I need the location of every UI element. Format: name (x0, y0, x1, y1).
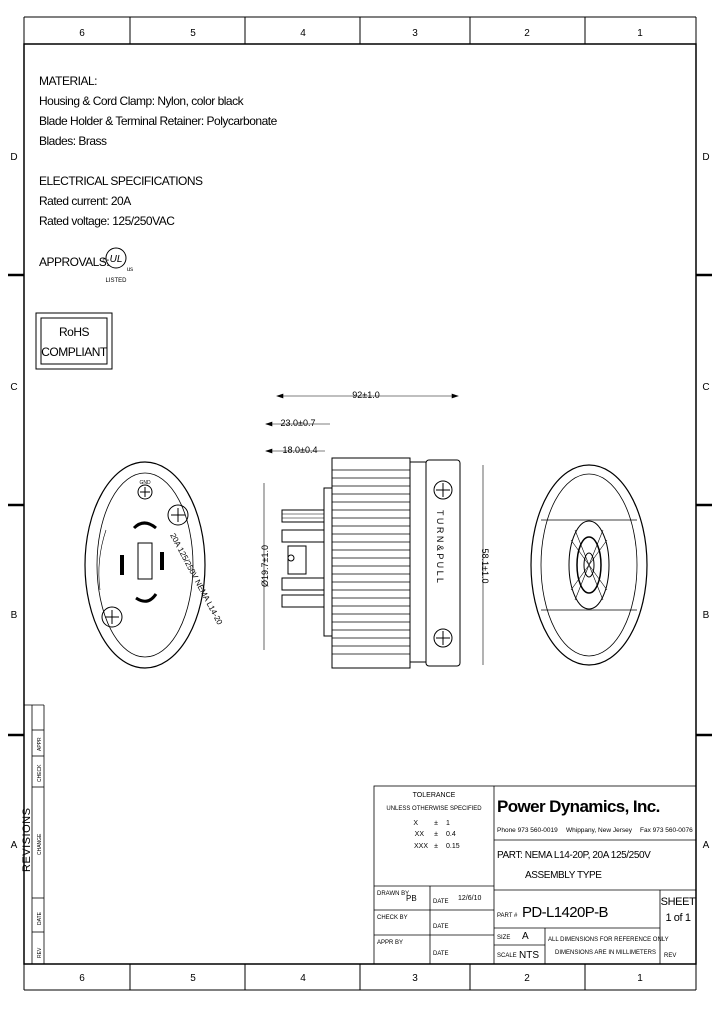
tolerance-pm: ± (434, 831, 438, 838)
zone-number: 3 (412, 973, 418, 984)
zone-number: 1 (637, 28, 643, 39)
drawn-by-label: DRAWN BY (377, 891, 409, 897)
scale-value: NTS (519, 950, 539, 961)
zone-number: 6 (79, 973, 85, 984)
electrical-line: Rated current: 20A (39, 194, 131, 208)
svg-text:COMPLIANT: COMPLIANT (41, 345, 108, 359)
check-by-label: CHECK BY (377, 915, 408, 921)
face-arc-label: 20A 125/250V NEMA L14-20 (168, 532, 224, 627)
tolerance-key: X (413, 820, 418, 827)
svg-text:RoHS: RoHS (59, 325, 90, 339)
electrical-line: Rated voltage: 125/250VAC (39, 214, 175, 228)
part-no-label: PART # (497, 913, 518, 919)
appr-by-label: APPR BY (377, 940, 403, 946)
rev-col-rev: REV (37, 947, 43, 958)
drawn-by-value: PB (406, 894, 417, 903)
check-date-label: DATE (433, 924, 449, 930)
zone-letter: A (703, 840, 710, 851)
dim-overall: 92±1.0 (352, 390, 379, 400)
company-phone: Phone 973 560-0019 (497, 827, 558, 834)
zone-letter: C (10, 382, 17, 393)
zone-number: 3 (412, 28, 418, 39)
material-line: Housing & Cord Clamp: Nylon, color black (39, 94, 245, 108)
ul-listed-logo: UL c us LISTED (103, 247, 133, 284)
drawn-date-label: DATE (433, 899, 449, 905)
zone-number: 4 (300, 973, 306, 984)
revisions-block (24, 704, 45, 964)
rev-label: REV (664, 953, 676, 959)
size-value: A (522, 931, 529, 942)
svg-text:UL: UL (110, 254, 123, 265)
svg-text:us: us (127, 267, 133, 273)
turn-and-pull-text: T U R N & P U L L (435, 510, 445, 583)
scale-label: SCALE (497, 953, 517, 959)
svg-text:c: c (103, 258, 106, 264)
face-gnd-label: GND (139, 480, 151, 486)
company-city: Whippany, New Jersey (566, 827, 633, 834)
dim-d1: 23.0±0.7 (281, 418, 316, 428)
zone-letter: B (11, 610, 18, 621)
rev-col-date: DATE (37, 911, 43, 925)
tolerance-subtitle: UNLESS OTHERWISE SPECIFIED (386, 806, 482, 812)
zone-ticks (8, 17, 712, 990)
material-line: Blade Holder & Terminal Retainer: Polyca… (39, 114, 278, 128)
zone-number: 5 (190, 973, 196, 984)
part-number: PD-L1420P-B (522, 904, 609, 921)
zone-letter: D (702, 152, 709, 163)
zone-letter: D (10, 152, 17, 163)
zone-number: 5 (190, 28, 196, 39)
rev-col-change: CHANGE (37, 833, 43, 855)
plug-face-view (84, 461, 206, 669)
plug-rear-view (530, 464, 648, 666)
company-fax: Fax 973 560-0076 (640, 827, 693, 834)
plug-side-view (281, 457, 461, 669)
electrical-heading: ELECTRICAL SPECIFICATIONS (39, 174, 203, 188)
tolerance-pm: ± (434, 820, 438, 827)
title-block (373, 785, 697, 965)
zone-number: 1 (637, 973, 643, 984)
zone-number: 2 (524, 973, 530, 984)
tolerance-value: 1 (446, 820, 450, 827)
rev-col-appr: APPR (37, 737, 43, 751)
dim-dia-small: Ø19.7±1.0 (260, 545, 270, 587)
tolerance-value: 0.4 (446, 831, 456, 838)
zone-number: 4 (300, 28, 306, 39)
rohs-box: RoHS COMPLIANT (35, 312, 113, 370)
revisions-title: REVISIONS (21, 808, 33, 872)
sheet-value: 1 of 1 (665, 912, 690, 924)
tolerance-pm: ± (434, 843, 438, 850)
zone-letter: C (702, 382, 709, 393)
sheet-label: SHEET (661, 896, 696, 908)
note-line1: ALL DIMENSIONS FOR REFERENCE ONLY (548, 937, 669, 943)
dim-d2: 18.0±0.4 (283, 445, 318, 455)
zone-letter: A (11, 840, 18, 851)
drawn-date-value: 12/6/10 (458, 895, 481, 902)
note-line2: DIMENSIONS ARE IN MILLIMETERS (555, 950, 656, 956)
rev-col-check: CHECK (37, 764, 43, 782)
material-line: Blades: Brass (39, 134, 107, 148)
part-line1: PART: NEMA L14-20P, 20A 125/250V (497, 850, 651, 861)
dimension-lines (263, 393, 484, 665)
zone-number: 2 (524, 28, 530, 39)
appr-date-label: DATE (433, 951, 449, 957)
tolerance-key: XX (415, 831, 425, 838)
tolerance-value: 0.15 (446, 843, 460, 850)
tolerance-title: TOLERANCE (413, 792, 456, 799)
svg-text:LISTED: LISTED (105, 278, 127, 284)
company-name: Power Dynamics, Inc. (497, 797, 660, 816)
dim-dia-large: 58.1±1.0 (480, 549, 490, 584)
part-line2: ASSEMBLY TYPE (525, 870, 602, 881)
zone-letter: B (703, 610, 710, 621)
approvals-label: APPROVALS: (39, 255, 109, 269)
size-label: SIZE (497, 935, 510, 941)
zone-number: 6 (79, 28, 85, 39)
material-heading: MATERIAL: (39, 74, 97, 88)
tolerance-key: XXX (414, 843, 428, 850)
